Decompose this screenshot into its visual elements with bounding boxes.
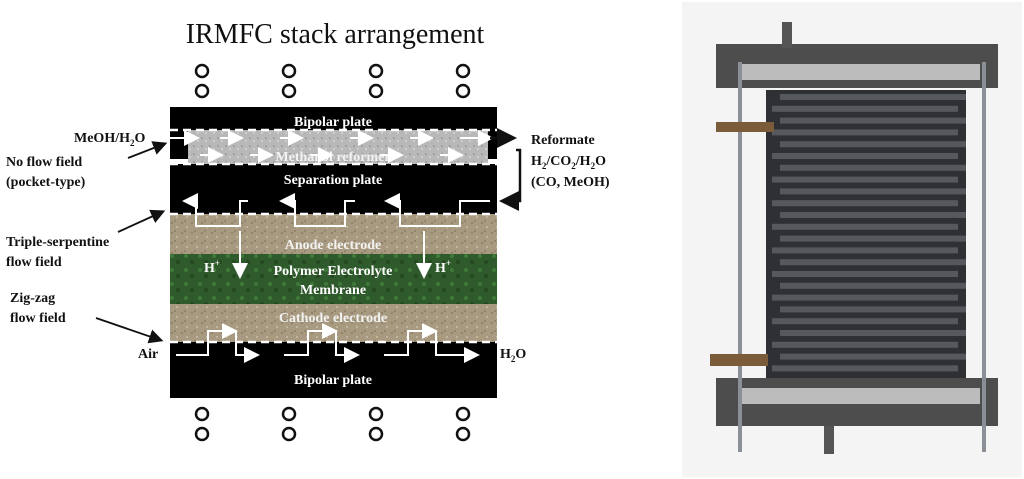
callout-zigzag-1: Zig-zag [10, 291, 55, 306]
label-anode: Anode electrode [285, 238, 382, 253]
anode-serpentine-arrows [182, 193, 490, 279]
label-membrane-2: Membrane [300, 283, 366, 298]
photo-tie-rods [738, 62, 986, 452]
flow-field-boundaries [170, 128, 497, 344]
label-bipolar-bottom: Bipolar plate [294, 373, 372, 388]
callout-triple-serpentine-2: flow field [6, 255, 62, 270]
proton-label-left: H+ [204, 258, 220, 276]
photo-cell-stack [766, 90, 966, 378]
membrane-layer [170, 254, 497, 304]
bottom-bolt-holes [194, 406, 471, 442]
output-water-label: H2O [500, 347, 526, 364]
photo-terminal-bottom [710, 354, 768, 366]
output-reformate-label: Reformate [531, 133, 595, 148]
callout-no-flow-field-1: No flow field [6, 155, 82, 170]
label-methanol-reformer: Methanol reformer [275, 150, 390, 165]
diagram-title: IRMFC stack arrangement [186, 19, 485, 50]
callout-zigzag-2: flow field [10, 311, 66, 326]
output-reformate-composition: H2/CO2/H2O [531, 154, 606, 171]
bipolar-plate-bottom [170, 342, 497, 398]
label-membrane-1: Polymer Electrolyte [274, 264, 393, 279]
input-meoh-label: MeOH/H2O [74, 131, 146, 148]
separation-plate [170, 164, 497, 214]
reformer-flow-arrows [160, 130, 494, 163]
label-bipolar-top: Bipolar plate [294, 115, 372, 130]
proton-label-right: H+ [435, 258, 451, 276]
callout-no-flow-field-2: (pocket-type) [6, 175, 86, 190]
irmfc-stack-diagram: IRMFC stack arrangement Bipolar plate Me… [6, 19, 610, 442]
top-bolt-holes [194, 63, 471, 99]
label-cathode: Cathode electrode [279, 311, 387, 326]
output-reformate-impurities: (CO, MeOH) [531, 175, 610, 190]
reformate-recirculation-arrow [490, 128, 522, 211]
stack-photograph [682, 2, 1022, 477]
anode-electrode-layer [170, 214, 497, 254]
label-separation-plate: Separation plate [284, 173, 382, 188]
callout-triple-serpentine-1: Triple-serpentine [6, 235, 109, 250]
cathode-zigzag-arrows [176, 323, 480, 363]
input-air-label: Air [138, 347, 158, 362]
callout-leader-arrows [95, 141, 168, 344]
photo-terminal-top [716, 122, 774, 132]
